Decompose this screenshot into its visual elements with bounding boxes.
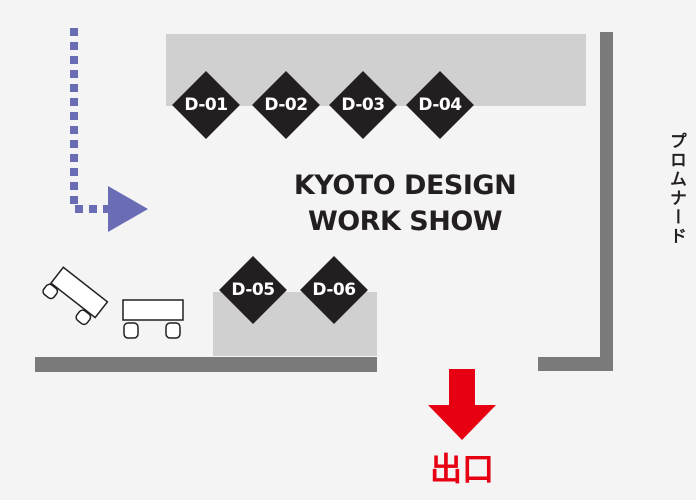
wall-bottom-left [35,357,377,372]
booth-label: D-06 [312,280,356,300]
exit-label: 出口 [429,450,494,488]
booth-label: D-02 [264,95,308,115]
table-with-chairs-icon [122,299,184,339]
booth-d03[interactable]: D-03 [329,71,397,139]
booth-d04[interactable]: D-04 [406,71,474,139]
booth-label: D-04 [418,95,462,115]
map-title-line-2: WORK SHOW [307,206,503,237]
booth-d05[interactable]: D-05 [219,256,287,324]
exit-arrow-icon [428,369,496,440]
dotted-path-arrow-icon [70,28,148,232]
booth-d01[interactable]: D-01 [172,71,240,139]
map-title: KYOTO DESIGN WORK SHOW [250,168,560,240]
booth-label: D-05 [231,280,275,300]
booth-label: D-01 [184,95,228,115]
wall-bottom-right [538,357,613,371]
booth-d06[interactable]: D-06 [300,256,368,324]
table-with-chairs-icon [42,266,109,326]
booth-label: D-03 [341,95,385,115]
booth-d02[interactable]: D-02 [252,71,320,139]
promenade-label: プロムナード [666,132,686,246]
wall-right-vertical [600,32,613,371]
map-title-line-1: KYOTO DESIGN [293,170,517,201]
